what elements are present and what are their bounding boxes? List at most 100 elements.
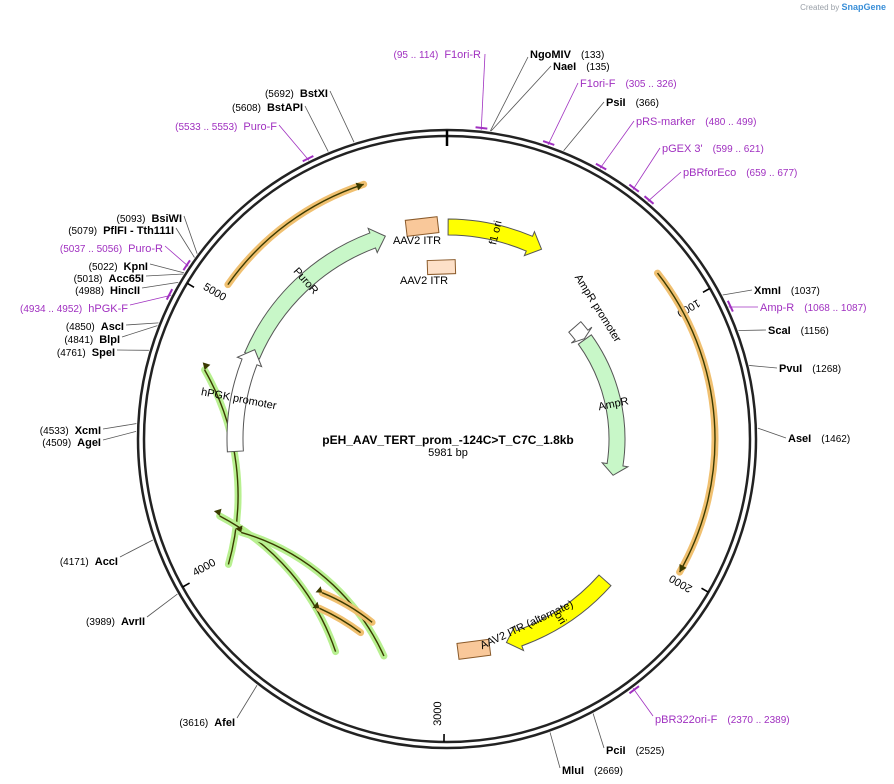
site-position: (1462) (821, 434, 850, 445)
site-name: AccI (95, 556, 118, 568)
site-label: AccI (4171) (60, 556, 118, 568)
site-label: AscI(4850) (66, 321, 124, 333)
site-label: KpnI(5022) (89, 261, 148, 273)
primer-range: (480 .. 499) (705, 117, 756, 128)
site-position: (366) (636, 98, 659, 109)
site-name: ScaI (768, 325, 791, 337)
site-position: (4509) (42, 438, 71, 449)
site-label: BsiWI (5093) (117, 213, 182, 225)
primer-range: (95 .. 114) (393, 50, 438, 61)
restriction-site (141, 282, 179, 289)
primer-mark (302, 155, 314, 163)
primer-name: hPGK-F (88, 303, 128, 315)
orf-arc (312, 601, 365, 637)
site-name: AgeI (77, 437, 101, 449)
leader-line (119, 539, 154, 558)
site-position: (5093) (117, 214, 146, 225)
bp-tick-mark (701, 587, 709, 593)
primer-annotation (628, 685, 654, 717)
site-name: XcmI (75, 425, 101, 437)
site-position: (1156) (801, 326, 829, 337)
orf-arc (201, 362, 242, 568)
leader-line (175, 227, 195, 258)
site-label: SpeI(4761) (57, 347, 115, 359)
site-name: PsiI (606, 97, 626, 109)
plasmid-length: 5981 bp (428, 447, 468, 459)
restriction-site (183, 215, 198, 254)
primer-annotation (542, 82, 579, 146)
bp-tick-label: 3000 (432, 701, 444, 726)
site-label: NgoMIV(133) (530, 49, 604, 61)
site-label: HincII(4988) (75, 285, 140, 297)
restriction-site (102, 423, 137, 430)
restriction-site (146, 593, 178, 618)
feature-label: f1 ori (487, 219, 504, 246)
site-name: PflFI - Tth111I (103, 225, 174, 237)
site-position: (4761) (57, 348, 86, 359)
site-position: (5022) (89, 262, 118, 273)
site-name: BsiWI (151, 213, 182, 225)
site-name: BlpI (99, 334, 120, 346)
restriction-site (145, 273, 184, 277)
site-name: BstXI (300, 88, 328, 100)
leader-line (489, 56, 529, 132)
site-label: ScaI (1156) (768, 325, 829, 337)
bp-tick-mark (702, 287, 711, 294)
primer-label: pGEX 3'(599 .. 621) (662, 143, 764, 155)
restriction-site (102, 431, 137, 441)
site-label: PciI(2525) (606, 745, 664, 757)
ampr-promoter-feature (568, 320, 593, 344)
site-position: (2525) (636, 746, 665, 757)
leader-line (129, 294, 172, 306)
primer-range: (1068 .. 1087) (804, 303, 866, 314)
primer-name: pBR322ori-F (655, 714, 718, 726)
leader-line (146, 593, 178, 618)
site-position: (1037) (791, 286, 820, 297)
site-position: (4850) (66, 322, 95, 333)
primer-name: pRS-marker (636, 116, 696, 128)
ampr-feature: AmpR (577, 334, 630, 476)
leader-line (329, 90, 355, 143)
primer-name: pBRforEco (683, 167, 736, 179)
primer-range: (2370 .. 2389) (727, 715, 789, 726)
aav2-itr-box (426, 259, 457, 276)
leader-line (480, 53, 486, 130)
primer-label: pBR322ori-F (2370 .. 2389) (655, 714, 790, 726)
site-name: Acc65I (109, 273, 144, 285)
orf-arc (654, 269, 719, 576)
restriction-site (304, 105, 329, 152)
site-label: BlpI(4841) (64, 334, 120, 346)
leader-line (632, 147, 661, 190)
leader-line (236, 685, 258, 719)
leader-line (547, 82, 579, 146)
primer-mark (165, 288, 174, 301)
primer-annotation (475, 53, 488, 130)
site-label: Acc65I(5018) (74, 273, 144, 285)
restriction-site (592, 713, 605, 749)
primer-annotation (628, 147, 661, 193)
leader-line (304, 105, 329, 152)
feature-label: ori (552, 610, 569, 627)
primer-name: F1ori-F (580, 78, 616, 90)
primer-range: (305 .. 326) (625, 79, 676, 90)
site-label: BstAPI(5608) (232, 102, 303, 114)
site-label: PflFI - Tth111I(5079) (68, 225, 174, 237)
site-position: (3616) (179, 718, 208, 729)
primer-mark (726, 300, 734, 312)
primer-name: pGEX 3' (662, 143, 703, 155)
aav2-itr-box (404, 216, 440, 237)
ori-feature: ori (505, 574, 612, 652)
site-label: PsiI (366) (606, 97, 659, 109)
primer-label: F1ori-F (305 .. 326) (580, 78, 677, 90)
site-label: XmnI(1037) (754, 285, 820, 297)
site-label: NaeI(135) (553, 61, 610, 73)
site-position: (4533) (40, 426, 69, 437)
restriction-site (121, 325, 158, 338)
site-name: MluI (562, 765, 584, 777)
primer-label: F1ori-R (95 .. 114) (393, 49, 481, 61)
site-position: (4171) (60, 557, 89, 568)
primer-name: F1ori-R (444, 49, 481, 61)
primer-name: Puro-R (128, 243, 163, 255)
site-label: PvuI(1268) (779, 363, 841, 375)
